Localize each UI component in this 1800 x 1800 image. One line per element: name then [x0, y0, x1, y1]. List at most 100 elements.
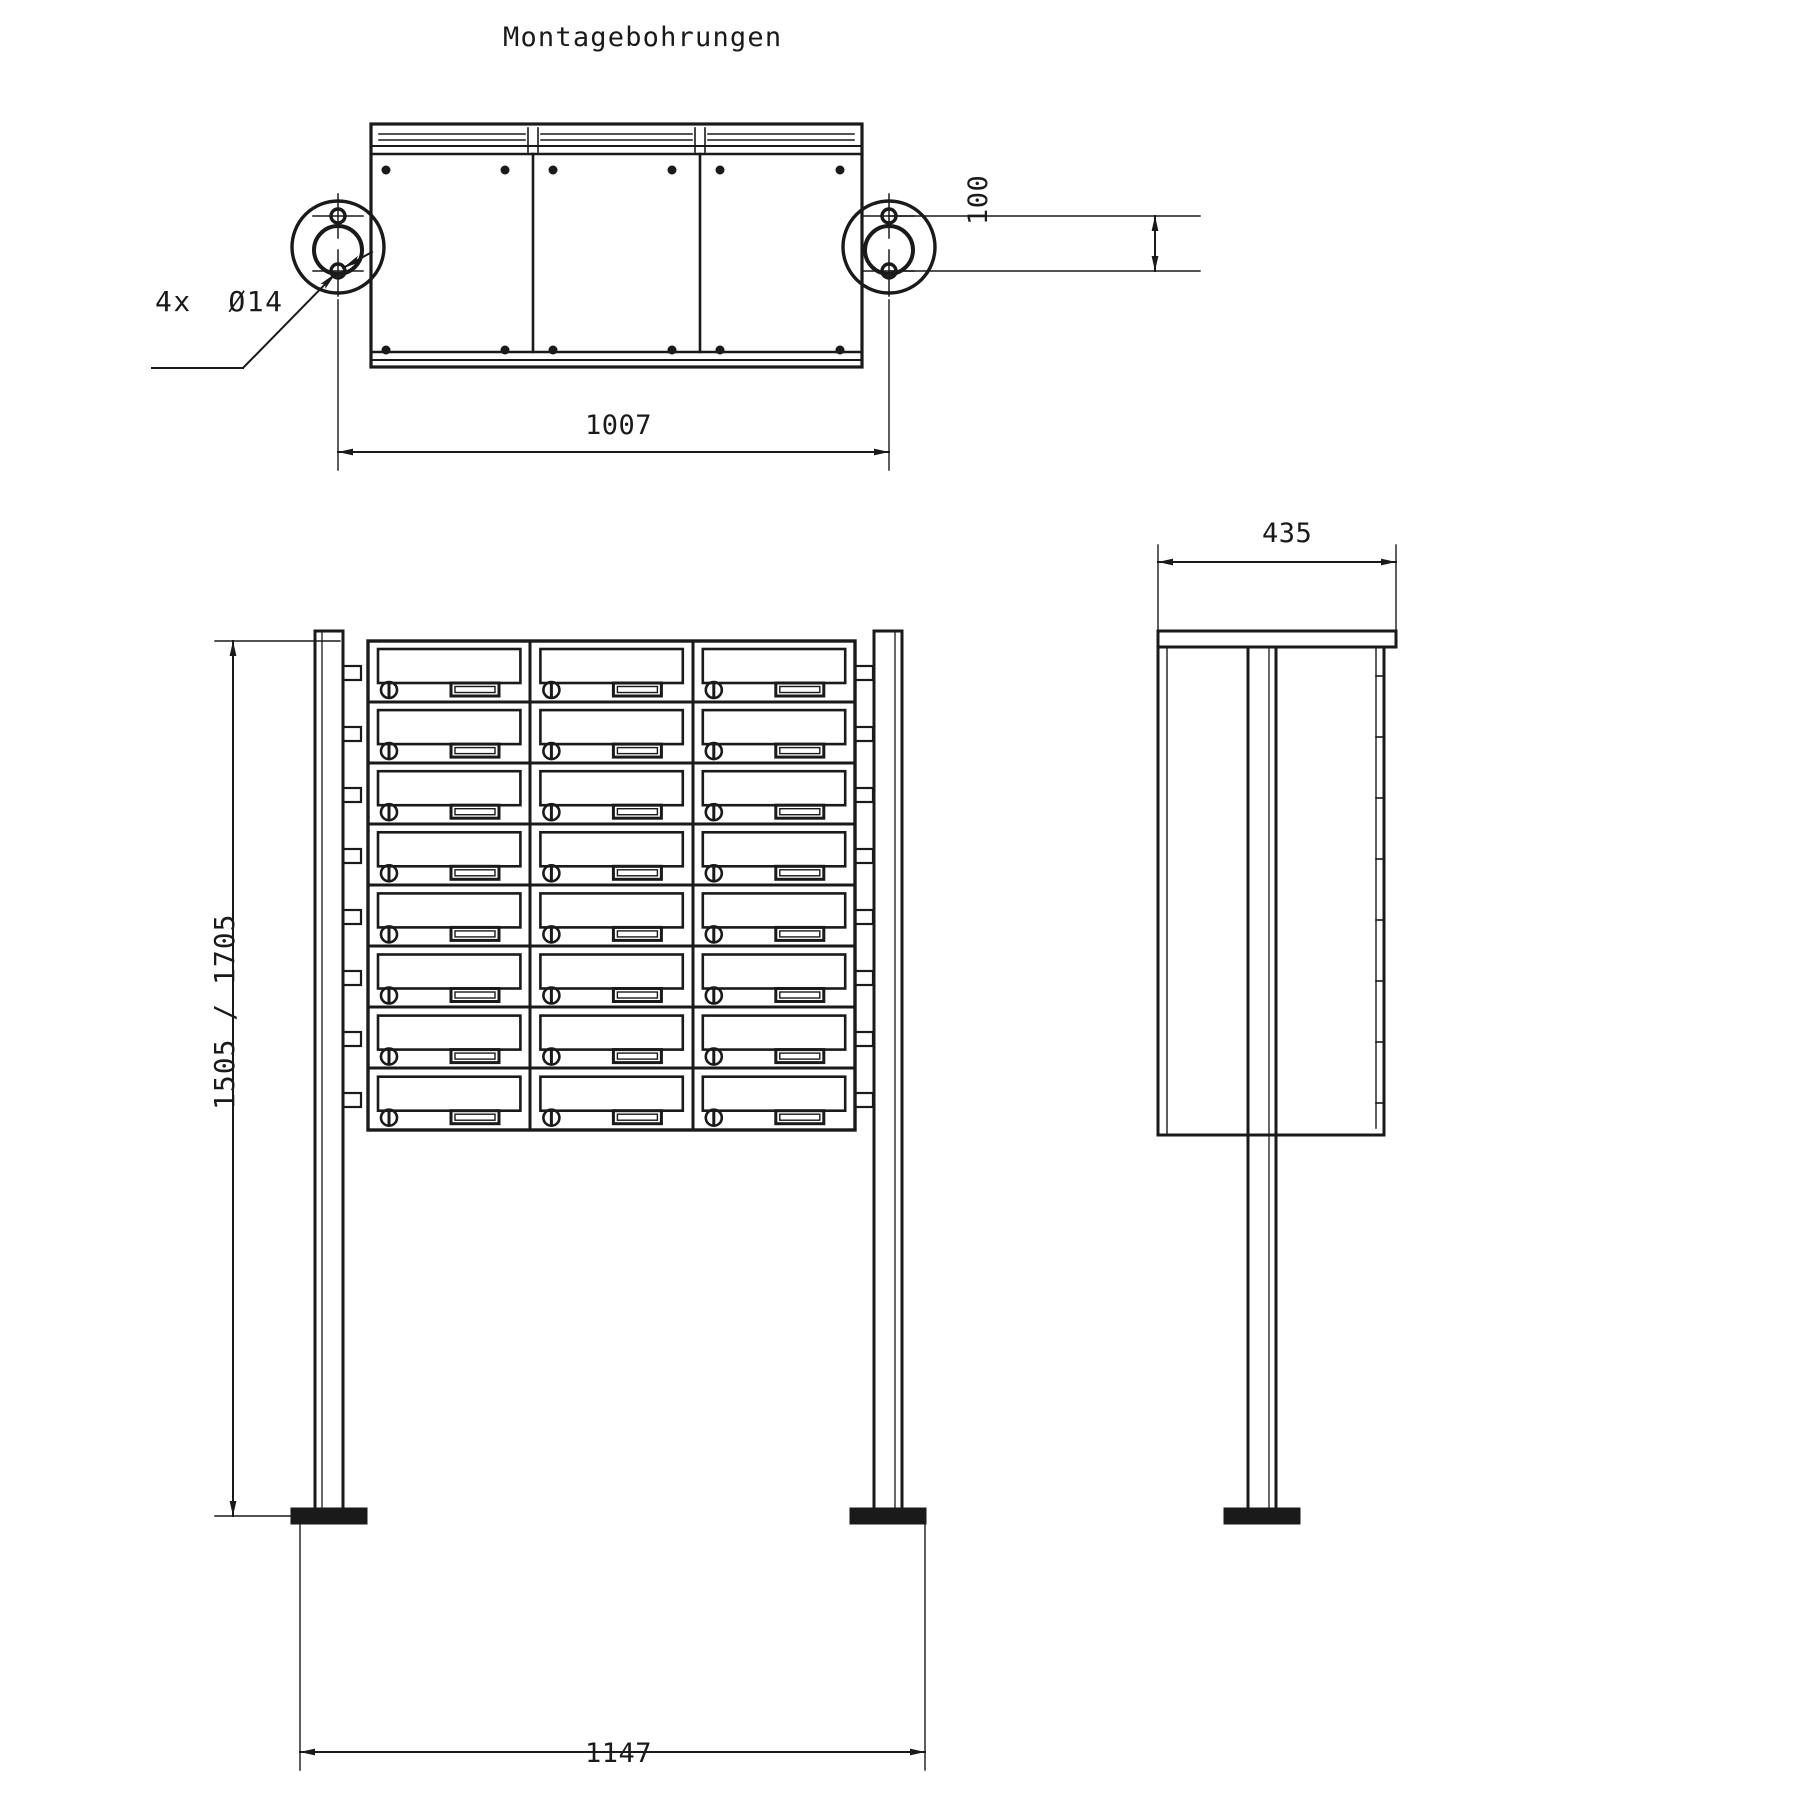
- mailbox-cell: [539, 647, 685, 700]
- nameplate-insert: [454, 685, 496, 694]
- dimension-depth-label: 435: [1262, 518, 1313, 549]
- nameplate-insert: [616, 930, 659, 938]
- lock-icon: [704, 1047, 724, 1066]
- nameplate-insert: [616, 746, 659, 755]
- nameplate-insert: [454, 808, 496, 816]
- nameplate-slot: [774, 681, 826, 698]
- top-view-group: [369, 122, 864, 369]
- mailbox-flap: [701, 647, 847, 685]
- mailbox-cell: [701, 830, 847, 883]
- mailbox-flap: [701, 1014, 847, 1051]
- mailbox-flap: [376, 953, 522, 990]
- lock-icon: [542, 986, 561, 1005]
- lock-icon: [704, 863, 724, 883]
- mailbox-flap: [376, 769, 522, 807]
- mailbox-cell: [376, 830, 522, 883]
- nameplate-slot: [611, 864, 663, 881]
- lock-icon: [704, 741, 724, 761]
- nameplate-slot: [774, 742, 826, 759]
- mailbox-flap: [701, 769, 847, 807]
- mailbox-cell: [701, 647, 847, 700]
- nameplate-insert: [616, 991, 659, 999]
- mailbox-cell: [539, 830, 685, 883]
- lock-icon: [379, 680, 399, 700]
- lock-icon: [542, 863, 561, 883]
- lock-icon: [704, 1108, 724, 1127]
- lock-icon: [704, 680, 724, 700]
- mailbox-flap: [701, 830, 847, 868]
- nameplate-slot: [611, 681, 663, 698]
- nameplate-insert: [454, 869, 496, 877]
- mailbox-flap: [539, 1075, 685, 1112]
- mailbox-cell: [701, 1014, 847, 1066]
- right-rail-tabs: [853, 664, 875, 1109]
- nameplate-insert: [454, 1052, 496, 1060]
- mounting-flange-left: [290, 193, 386, 297]
- mailbox-cell: [376, 1075, 522, 1127]
- nameplate-slot: [449, 987, 501, 1003]
- dimension-edge-distance-label: 100: [963, 174, 994, 225]
- nameplate-insert: [454, 991, 496, 999]
- lock-icon: [704, 925, 724, 944]
- mailbox-flap: [701, 953, 847, 990]
- mailbox-cell: [701, 892, 847, 944]
- mailbox-flap: [376, 647, 522, 685]
- lock-icon: [379, 1047, 399, 1066]
- lock-icon: [542, 925, 561, 944]
- mailbox-cell: [376, 708, 522, 761]
- nameplate-insert: [779, 869, 821, 877]
- nameplate-slot: [449, 681, 501, 698]
- dimension-width-bottom: [299, 1522, 926, 1771]
- dimension-edge-distance: [888, 215, 1201, 272]
- lock-icon: [379, 863, 399, 883]
- nameplate-slot: [611, 987, 663, 1003]
- mailbox-flap: [539, 953, 685, 990]
- mailbox-flap: [376, 830, 522, 868]
- lock-icon: [542, 741, 561, 761]
- mailbox-cell: [539, 953, 685, 1005]
- mailbox-flap: [539, 708, 685, 746]
- nameplate-insert: [454, 930, 496, 938]
- dimension-height-label: 1505 / 1705: [208, 913, 241, 1110]
- page-title: Montagebohrungen: [503, 22, 783, 53]
- mailbox-flap: [376, 1075, 522, 1112]
- dimension-width-bottom-label: 1147: [585, 1738, 653, 1769]
- mailbox-cell: [539, 892, 685, 944]
- lock-icon: [542, 802, 561, 822]
- mailbox-flap: [376, 708, 522, 746]
- hole-callout-leader: [151, 250, 374, 370]
- nameplate-slot: [611, 803, 663, 820]
- nameplate-slot: [611, 1109, 663, 1126]
- nameplate-insert: [779, 746, 821, 755]
- lock-icon: [542, 1047, 561, 1066]
- nameplate-insert: [616, 1113, 659, 1121]
- nameplate-insert: [779, 685, 821, 694]
- side-view-group: [1156, 629, 1398, 1525]
- nameplate-slot: [611, 925, 663, 942]
- nameplate-slot: [449, 925, 501, 942]
- nameplate-insert: [616, 685, 659, 694]
- nameplate-slot: [449, 864, 501, 881]
- nameplate-slot: [774, 925, 826, 942]
- mailbox-flap: [539, 830, 685, 868]
- nameplate-slot: [449, 1109, 501, 1126]
- nameplate-slot: [774, 987, 826, 1003]
- nameplate-insert: [454, 1113, 496, 1121]
- mailbox-cell: [701, 953, 847, 1005]
- nameplate-slot: [774, 864, 826, 881]
- mounting-flange-right: [841, 193, 937, 297]
- left-rail-tabs: [341, 664, 363, 1109]
- dimension-width-top-label: 1007: [585, 410, 653, 441]
- mailbox-flap: [701, 892, 847, 929]
- nameplate-slot: [449, 803, 501, 820]
- mailbox-cell: [376, 769, 522, 822]
- lock-icon: [542, 680, 561, 700]
- nameplate-insert: [616, 1052, 659, 1060]
- nameplate-insert: [616, 869, 659, 877]
- mailbox-flap: [701, 1075, 847, 1112]
- nameplate-insert: [616, 808, 659, 816]
- lock-icon: [379, 802, 399, 822]
- mailbox-flap: [539, 1014, 685, 1051]
